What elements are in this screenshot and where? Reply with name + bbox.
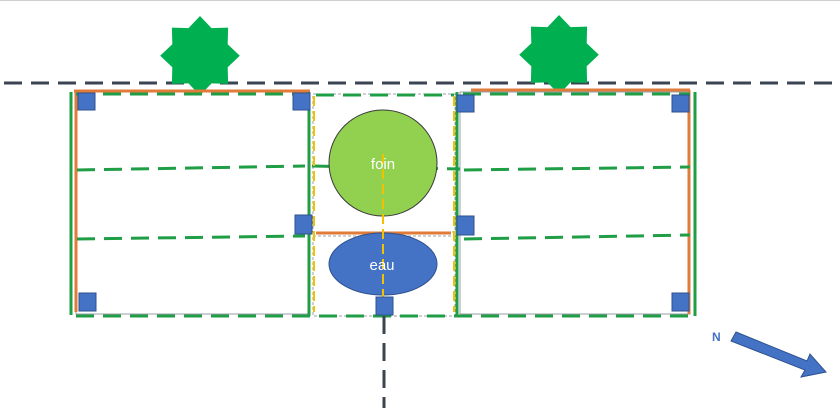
post	[456, 215, 475, 236]
water-label: eau	[369, 257, 394, 274]
star-tree-icon	[519, 15, 599, 95]
post	[292, 92, 311, 111]
post	[456, 94, 475, 113]
solid-fences	[69, 92, 697, 316]
post	[671, 292, 690, 312]
post	[375, 296, 394, 316]
north-label: N	[712, 330, 721, 344]
star-tree-icon	[160, 16, 240, 96]
hay-label: foin	[371, 156, 395, 173]
north-arrow-icon	[730, 331, 827, 378]
left-paddock-outline	[75, 91, 310, 315]
right-paddock-outline	[459, 91, 691, 315]
post	[294, 214, 313, 235]
yellow-dashed-lines	[313, 96, 455, 312]
post	[77, 92, 96, 111]
posts	[77, 92, 690, 316]
post	[671, 94, 690, 113]
post	[78, 292, 97, 312]
